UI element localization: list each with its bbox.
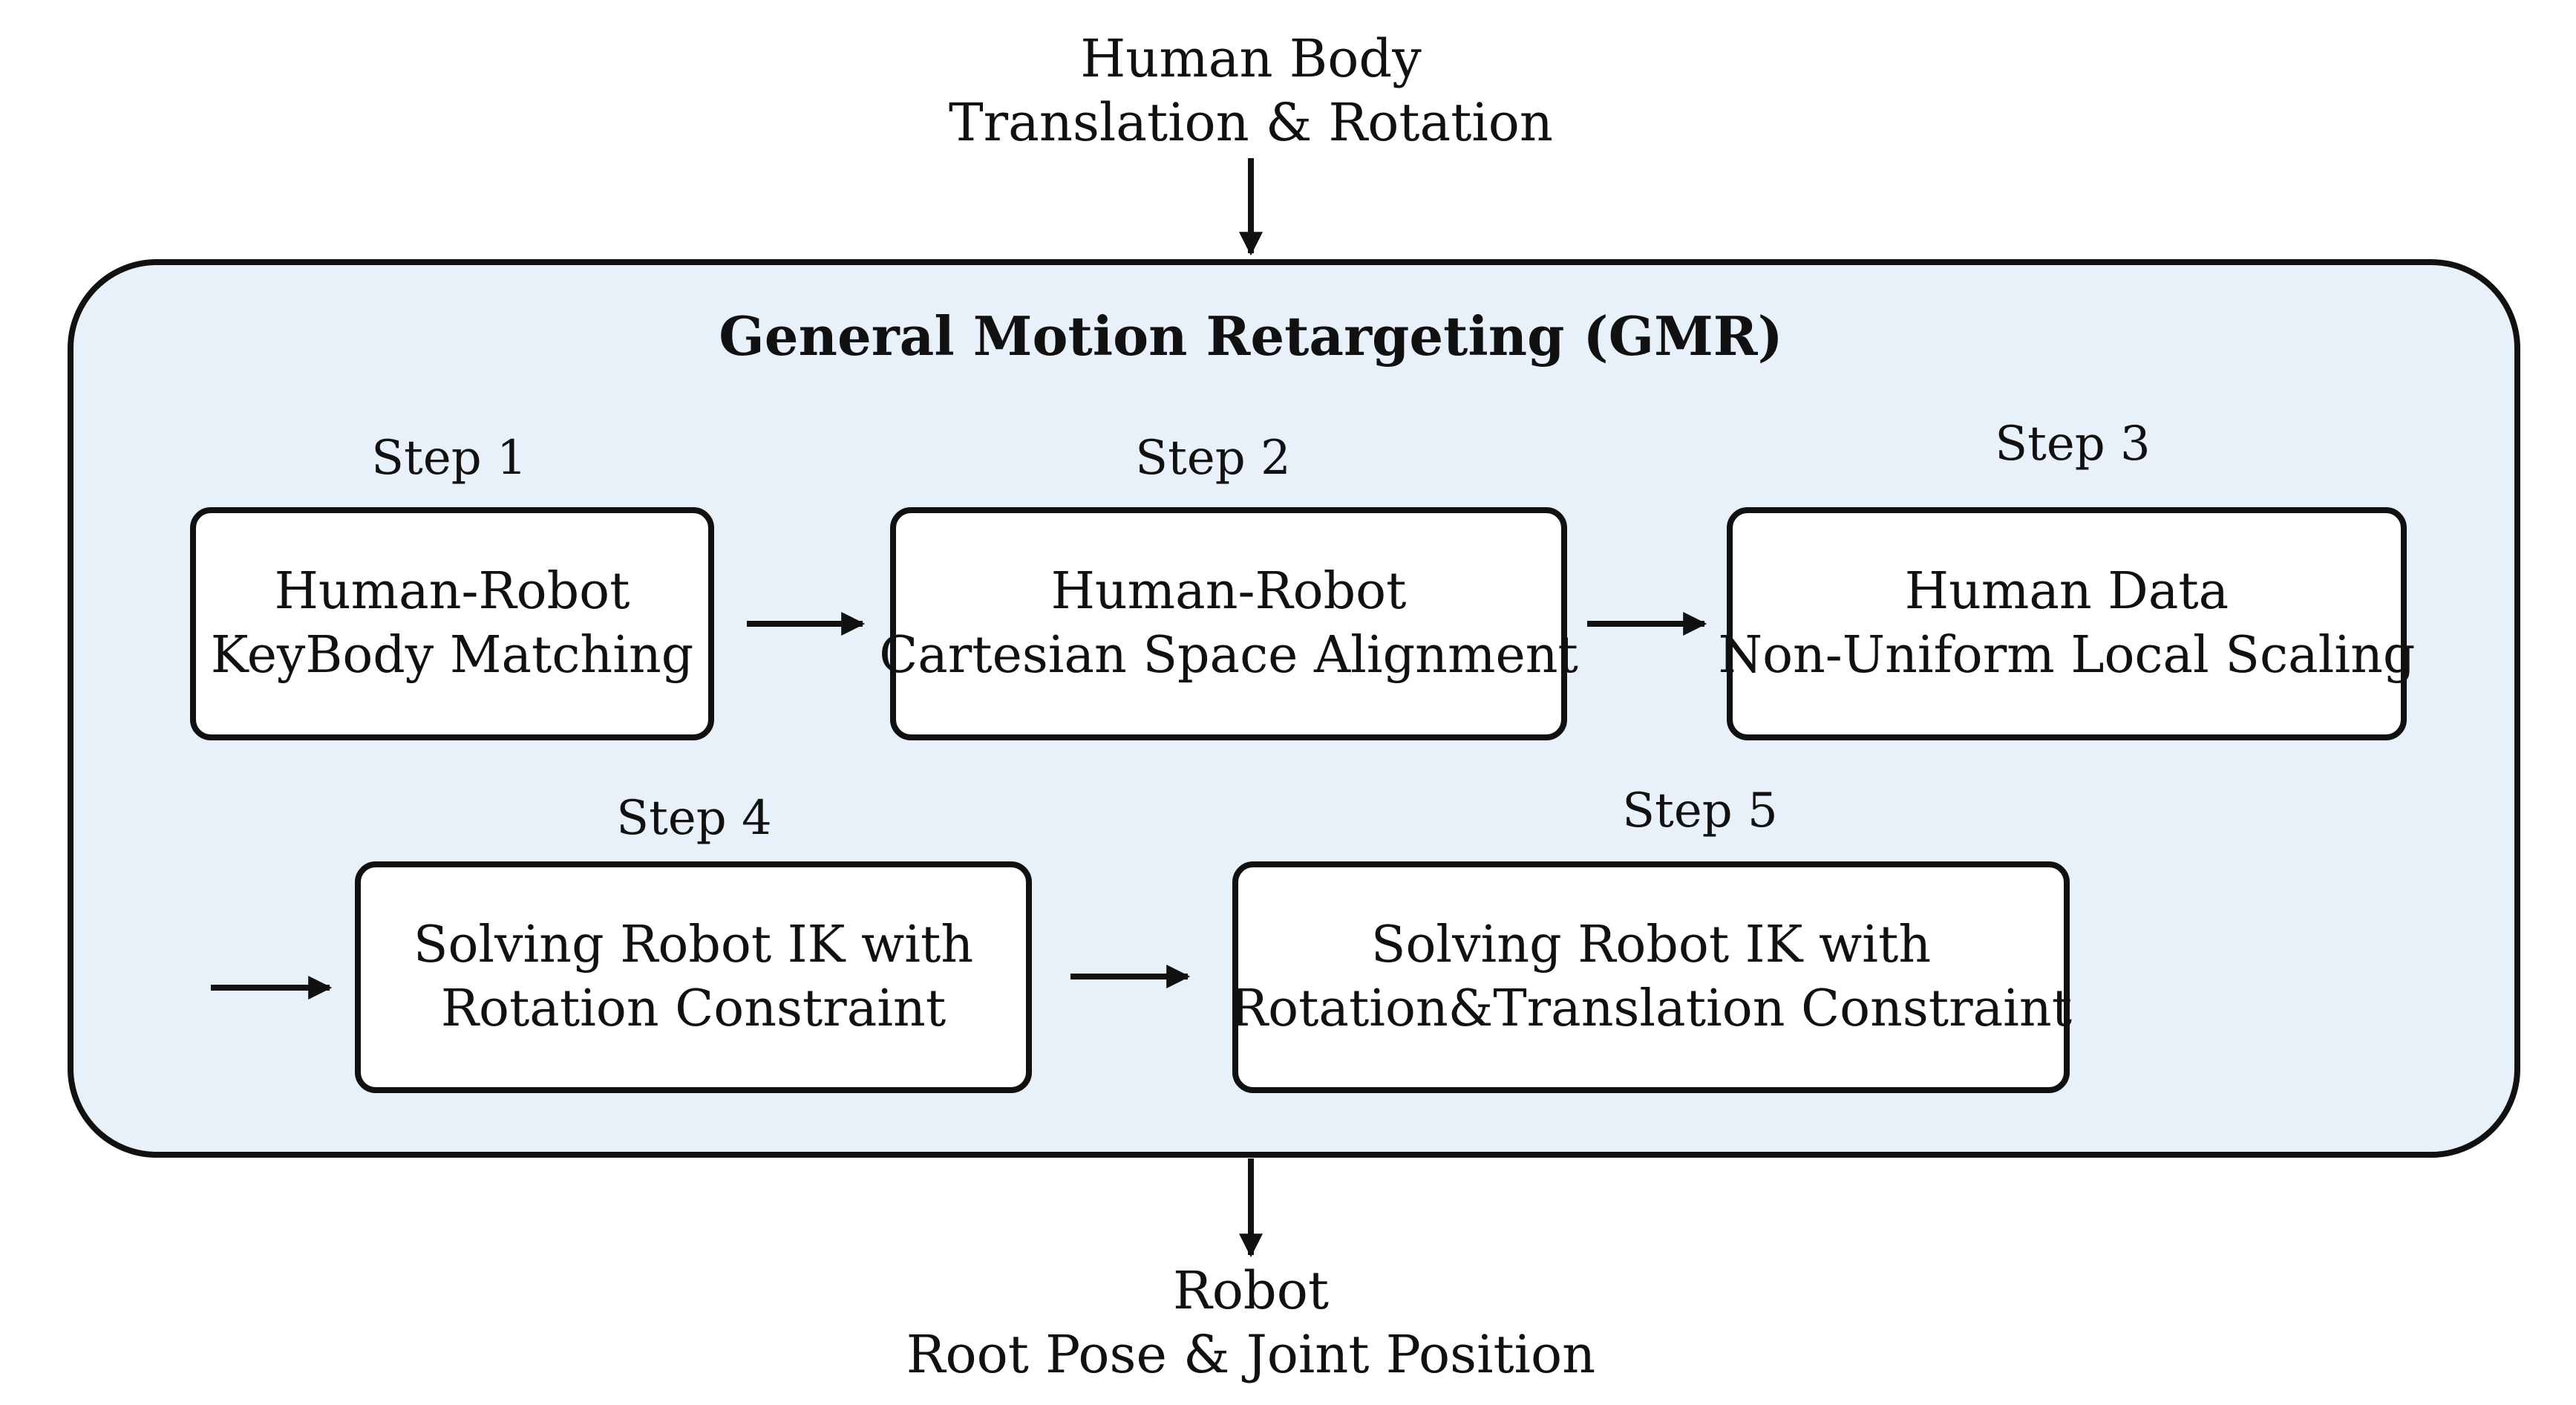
- step-2-label: Step 2: [1135, 431, 1291, 486]
- output-line-1: Robot: [1173, 1260, 1329, 1321]
- step-3-label: Step 3: [1995, 417, 2151, 472]
- step-4-label: Step 4: [616, 791, 772, 846]
- step-2-line-1: Human-Robot: [1050, 562, 1407, 621]
- step-5-label: Step 5: [1622, 783, 1778, 838]
- output-label: Robot Root Pose & Joint Position: [880, 1259, 1622, 1386]
- step-2-line-2: Cartesian Space Alignment: [879, 626, 1578, 685]
- step-5-line-2: Rotation&Translation Constraint: [1229, 979, 2073, 1038]
- step-4-line-1: Solving Robot IK with: [413, 916, 974, 974]
- module-title: General Motion Retargeting (GMR): [719, 304, 1783, 368]
- step-1-box: Human-Robot KeyBody Matching: [190, 507, 714, 740]
- step-5-box: Solving Robot IK with Rotation&Translati…: [1229, 861, 2073, 1093]
- output-line-2: Root Pose & Joint Position: [906, 1324, 1596, 1385]
- step-3-line-2: Non-Uniform Local Scaling: [1718, 626, 2416, 685]
- input-line-1: Human Body: [1080, 28, 1422, 89]
- step-3-line-1: Human Data: [1904, 562, 2229, 621]
- step-5-line-1: Solving Robot IK with: [1370, 916, 1932, 974]
- input-label: Human Body Translation & Rotation: [880, 27, 1622, 154]
- step-4-line-2: Rotation Constraint: [440, 979, 947, 1038]
- step-2-box: Human-Robot Cartesian Space Alignment: [879, 507, 1578, 740]
- step-1-line-2: KeyBody Matching: [210, 626, 694, 685]
- step-4-box: Solving Robot IK with Rotation Constrain…: [355, 861, 1032, 1093]
- input-line-2: Translation & Rotation: [948, 92, 1554, 153]
- step-1-line-1: Human-Robot: [274, 562, 630, 621]
- step-1-label: Step 1: [371, 431, 527, 486]
- step-3-box: Human Data Non-Uniform Local Scaling: [1719, 507, 2415, 740]
